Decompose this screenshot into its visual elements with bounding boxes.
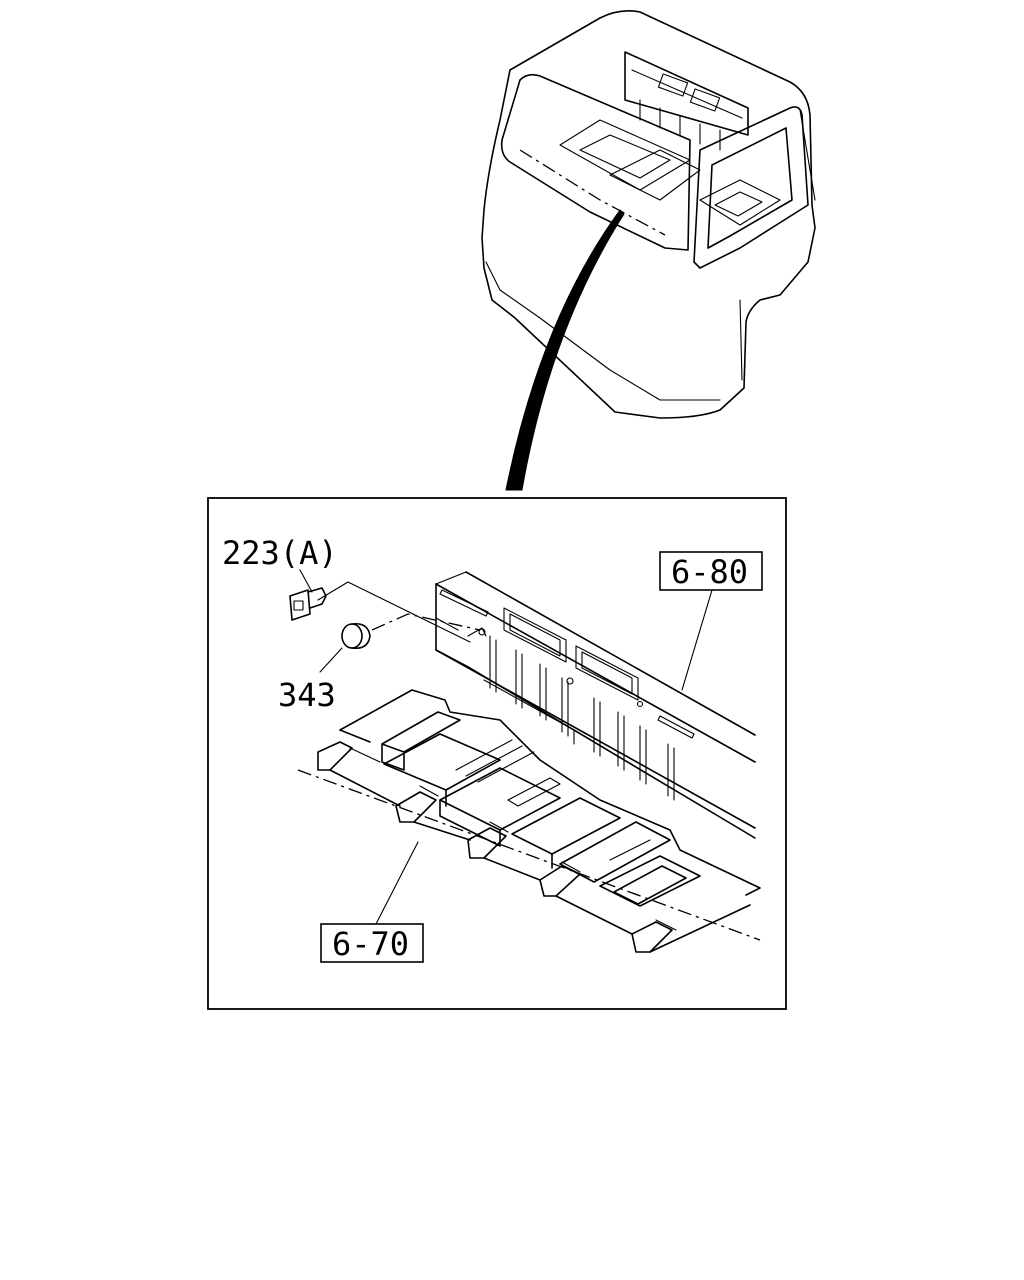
callout-box-6-80 (659, 551, 763, 591)
callout-343: 343 (278, 676, 336, 714)
detail-pointer (505, 209, 625, 491)
plug-343 (341, 622, 371, 650)
upper-panel (435, 571, 756, 839)
leader-6-70 (375, 841, 419, 925)
callout-6-70: 6-70 (332, 925, 409, 963)
leader-343 (319, 647, 343, 673)
leader-6-80 (681, 589, 713, 691)
callout-6-80: 6-80 (671, 553, 748, 591)
floor-panels (297, 689, 761, 953)
callout-223a: 223(A) (222, 534, 338, 572)
leader-223a (299, 569, 313, 593)
fastener-223a (289, 587, 327, 621)
cab-overview (481, 10, 816, 419)
callout-box-6-70 (320, 923, 424, 963)
